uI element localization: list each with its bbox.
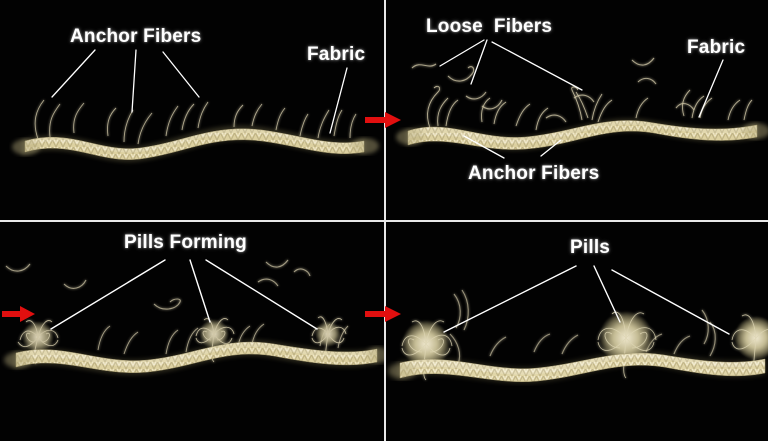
label-anchor-fibers: Anchor Fibers — [468, 163, 600, 184]
arrow-bottom-left-edge — [2, 304, 38, 329]
label-loose-fibers: Loose Fibers — [426, 16, 553, 37]
label-anchor-fibers: Anchor Fibers — [70, 26, 202, 47]
panel-bottom-left: Pills Forming — [0, 222, 384, 441]
panel-1-artwork — [12, 99, 379, 162]
panel-3-artwork — [4, 259, 384, 375]
panel-top-right: Loose Fibers Fabric Anchor Fibers — [386, 0, 768, 220]
arrow-top-divider — [365, 110, 405, 135]
arrow-right-icon — [365, 112, 401, 128]
divider-horizontal — [0, 220, 768, 222]
label-pills-forming: Pills Forming — [124, 232, 247, 253]
panel-top-left: Anchor Fibers Fabric — [0, 0, 384, 220]
arrow-bottom-divider — [365, 304, 405, 329]
panel-bottom-right: Pills — [386, 222, 768, 441]
arrow-right-icon — [365, 306, 401, 322]
label-pills: Pills — [570, 237, 611, 258]
label-fabric: Fabric — [307, 44, 366, 65]
arrow-right-icon — [2, 306, 35, 322]
label-fabric: Fabric — [687, 37, 746, 58]
